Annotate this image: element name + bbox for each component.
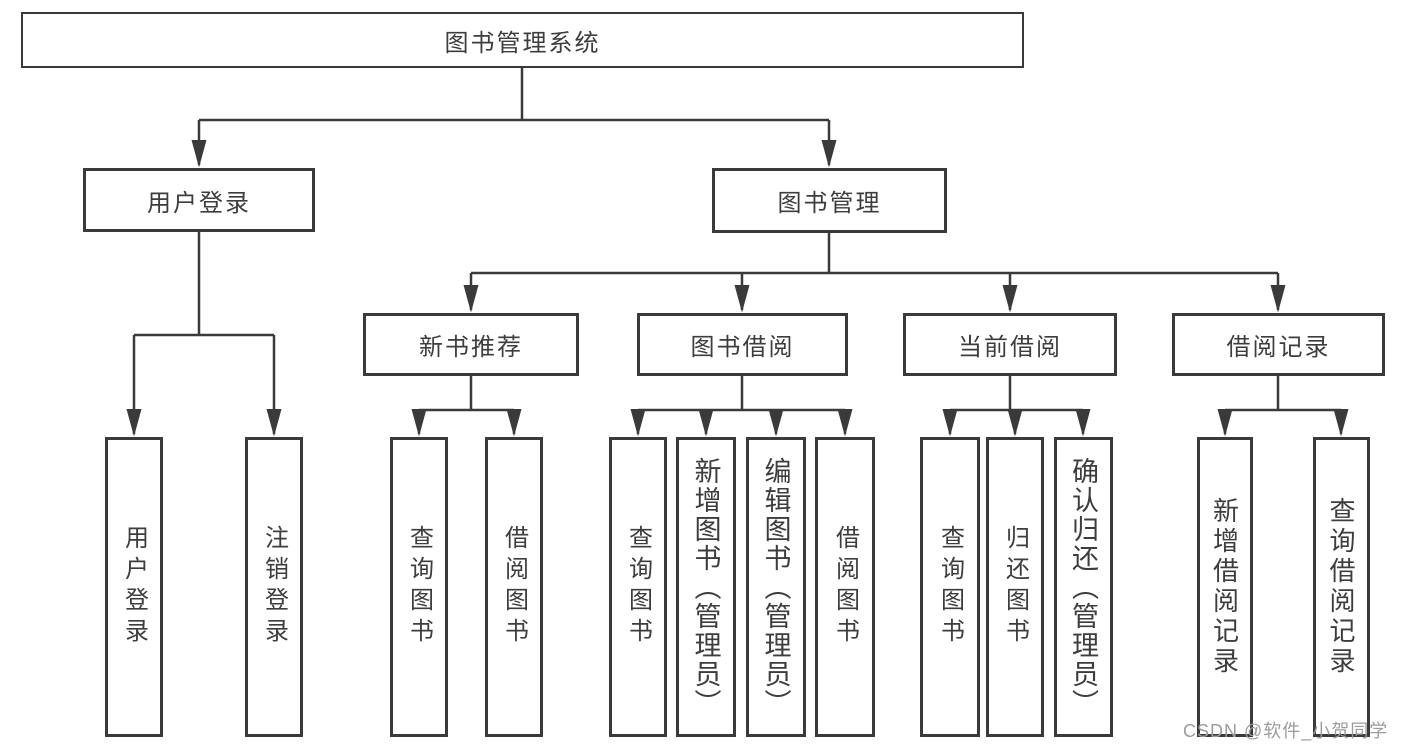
- node-current-borrow: 当前借阅: [903, 313, 1117, 376]
- leaf-query-book-recommend: 查询图书: [390, 437, 448, 737]
- leaf-confirm-return-admin: 确认归还（管理员）: [1054, 437, 1113, 737]
- node-borrow-records: 借阅记录: [1172, 313, 1385, 376]
- node-book-borrow: 图书借阅: [637, 313, 848, 376]
- root-node-library-system: 图书管理系统: [21, 12, 1024, 68]
- leaf-query-book-current: 查询图书: [920, 437, 980, 737]
- node-new-book-recommend: 新书推荐: [363, 313, 579, 376]
- leaf-add-borrow-record: 新增借阅记录: [1197, 437, 1253, 737]
- csdn-watermark: CSDN @软件_小贺同学: [1183, 721, 1389, 741]
- leaf-query-borrow-record: 查询借阅记录: [1313, 437, 1370, 737]
- leaf-add-book-admin: 新增图书（管理员）: [676, 437, 736, 737]
- leaf-return-book: 归还图书: [986, 437, 1044, 737]
- leaf-borrow-book: 借阅图书: [815, 437, 875, 737]
- node-user-login: 用户登录: [83, 168, 315, 232]
- node-book-management: 图书管理: [712, 168, 947, 233]
- leaf-edit-book-admin: 编辑图书（管理员）: [746, 437, 806, 737]
- leaf-query-book-borrow: 查询图书: [609, 437, 667, 737]
- leaf-borrow-book-recommend: 借阅图书: [485, 437, 543, 737]
- leaf-user-login: 用户登录: [105, 437, 163, 737]
- leaf-logout-login: 注销登录: [245, 437, 303, 737]
